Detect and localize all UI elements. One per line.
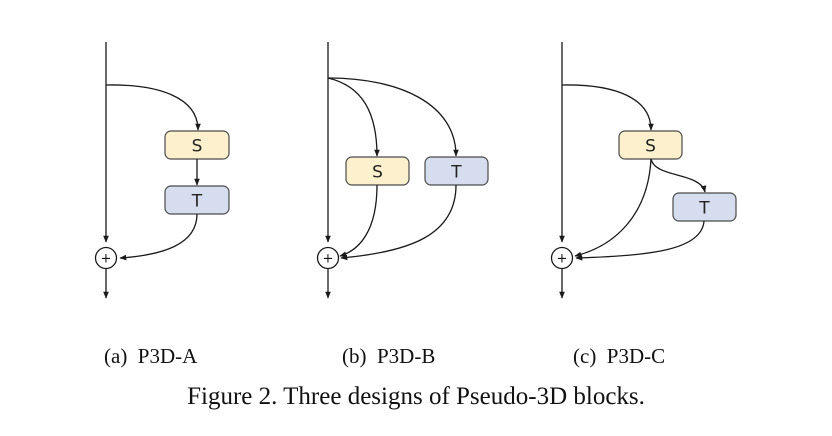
spatial-label: S xyxy=(192,137,203,157)
spatial-label: S xyxy=(645,137,656,157)
branch-to-t xyxy=(327,77,459,157)
s-to-sum xyxy=(339,184,378,257)
t-to-sum xyxy=(575,220,705,261)
temporal-label: T xyxy=(191,192,203,212)
temporal-label: T xyxy=(450,163,462,183)
figure-caption: Figure 2. Three designs of Pseudo-3D blo… xyxy=(187,383,645,410)
spatial-label: S xyxy=(372,163,383,183)
s-to-sum xyxy=(574,158,652,258)
diagram-p3d-b: S T + xyxy=(316,42,489,299)
temporal-box xyxy=(672,192,737,222)
diagram-p3d-c: S T + xyxy=(550,42,737,299)
s-to-t xyxy=(650,158,707,193)
t-to-sum xyxy=(340,184,457,261)
temporal-label: T xyxy=(698,199,710,219)
branch-to-s xyxy=(561,84,654,131)
sum-symbol: + xyxy=(101,252,112,267)
t-to-sum xyxy=(119,213,198,261)
sum-symbol: + xyxy=(557,252,568,267)
branch-to-s xyxy=(105,84,201,131)
subcaption-b: (b) P3D-B xyxy=(342,344,436,368)
branch-to-s xyxy=(327,77,380,157)
sum-symbol: + xyxy=(323,252,334,267)
subcaption-c: (c) P3D-C xyxy=(573,344,666,368)
subcaption-a: (a) P3D-A xyxy=(104,344,198,368)
diagram-p3d-a: S T + xyxy=(94,42,230,299)
